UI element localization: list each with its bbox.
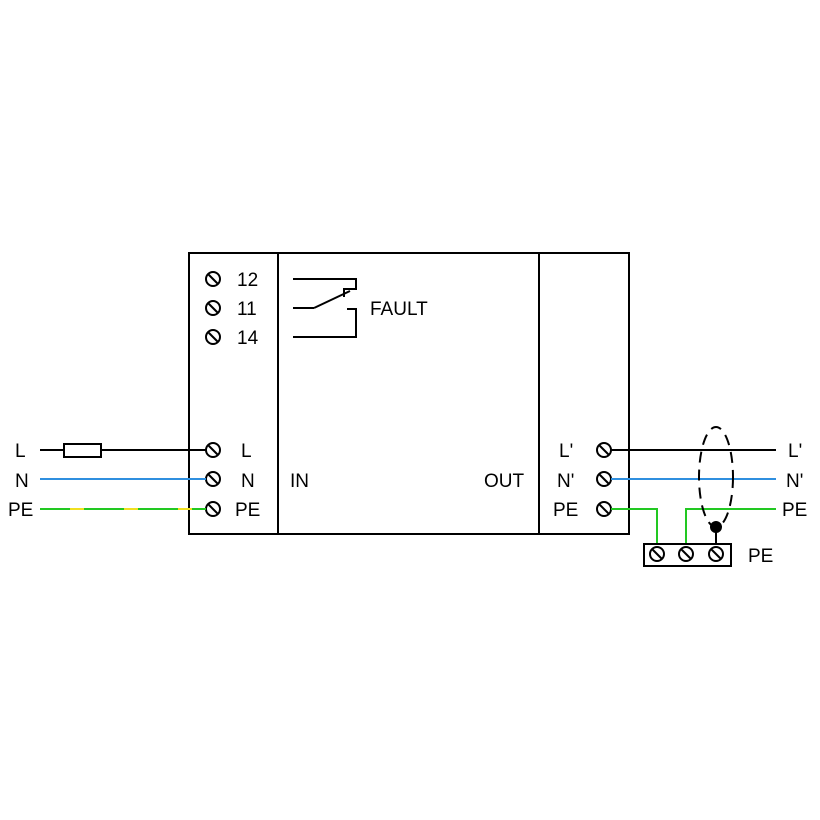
- output-line-l-label: L': [788, 441, 802, 462]
- relay-terminal-12[interactable]: [205, 271, 221, 287]
- pe-block-label: PE: [748, 546, 773, 567]
- cable-shield: [698, 426, 734, 545]
- output-terminal-pe[interactable]: [596, 501, 612, 517]
- device-enclosure: [188, 252, 630, 535]
- relay-terminal-11[interactable]: [205, 300, 221, 316]
- input-terminal-l-label: L: [241, 441, 252, 462]
- pe-block-terminal-1[interactable]: [649, 546, 665, 562]
- input-terminal-l[interactable]: [205, 442, 221, 458]
- pe-terminal-block: [643, 543, 732, 567]
- in-label: IN: [290, 471, 309, 492]
- pe-block-terminal-3[interactable]: [708, 546, 724, 562]
- input-terminal-n-label: N: [241, 471, 255, 492]
- output-terminal-n-label: N': [557, 471, 574, 492]
- relay-terminal-12-label: 12: [237, 270, 258, 291]
- fault-label: FAULT: [370, 299, 428, 320]
- relay-terminal-14-label: 14: [237, 328, 259, 349]
- input-line-n-label: N: [15, 471, 29, 492]
- output-line-n-label: N': [786, 471, 803, 492]
- input-terminal-pe[interactable]: [205, 501, 221, 517]
- pe-block-terminal-2[interactable]: [678, 546, 694, 562]
- output-terminal-l-label: L': [559, 441, 573, 462]
- relay-contact-symbol: [293, 278, 357, 338]
- input-line-pe-label: PE: [8, 500, 33, 521]
- output-terminal-n[interactable]: [596, 471, 612, 487]
- input-line-l-label: L: [15, 441, 26, 462]
- output-line-pe-wire: [685, 508, 776, 545]
- output-terminal-pe-label: PE: [553, 500, 578, 521]
- output-terminal-l[interactable]: [596, 442, 612, 458]
- relay-terminal-14[interactable]: [205, 329, 221, 345]
- input-line-l-wire: [40, 443, 206, 458]
- relay-terminal-11-label: 11: [237, 299, 257, 320]
- out-label: OUT: [484, 471, 525, 492]
- input-terminal-n[interactable]: [205, 471, 221, 487]
- output-line-pe-label: PE: [782, 500, 807, 521]
- input-terminal-pe-label: PE: [235, 500, 260, 521]
- output-pe-to-block-wire: [611, 508, 658, 545]
